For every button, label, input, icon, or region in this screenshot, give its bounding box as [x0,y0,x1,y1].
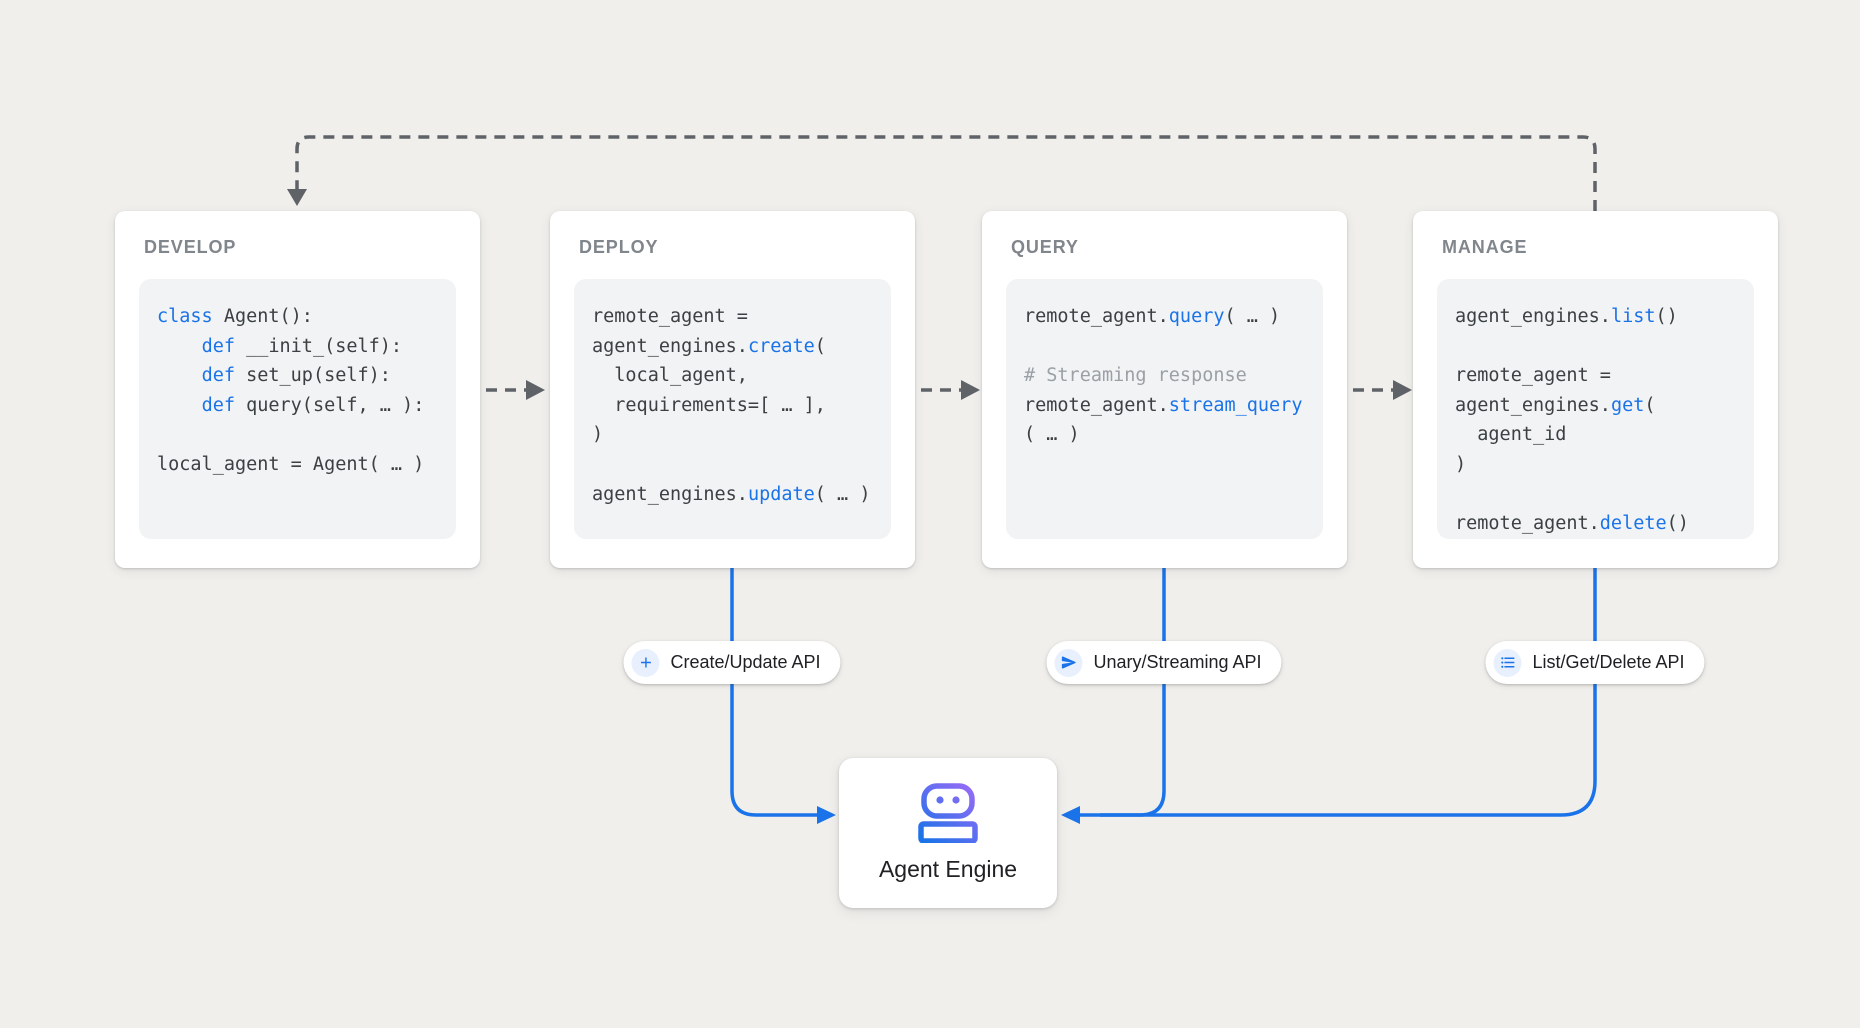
code-line: agent_id [1455,424,1567,446]
code-line: remote_agent.delete() [1455,513,1689,535]
stage-card-deploy: DEPLOY remote_agent = agent_engines.creat… [550,211,915,568]
send-icon [1054,648,1083,677]
code-line: agent_engines.update( … ) [592,483,871,505]
develop-to-deploy-arrowhead-icon [526,380,545,400]
api-pill: List/Get/Delete API [1485,641,1705,684]
stage-card-develop: DEVELOP class Agent(): def __init_(self)… [115,211,480,568]
code-line: remote_agent = [1455,365,1611,387]
code-line: local_agent, [592,365,748,387]
code-line: class Agent(): [157,306,313,327]
stage-card-manage: MANAGE agent_engines.list() remote_agent… [1413,211,1778,568]
code-line: def set_up(self): [201,365,391,387]
loop-arrowhead-down-icon [287,189,307,206]
query-to-manage-arrowhead-icon [1393,380,1412,400]
agent-engine-node: Agent Engine [839,758,1057,908]
api-pill: Create/Update API [623,641,841,684]
code-line: agent_engines.list() [1455,306,1678,327]
robot-icon [918,783,978,843]
deploy-to-engine-line [730,568,817,817]
code-line: remote_agent.query( … ) [1024,306,1281,327]
stage-title: QUERY [1011,237,1079,257]
code-line: ) [1455,453,1467,475]
engine-right-arrowhead-icon [1061,806,1080,824]
code-line: remote_agent = [592,306,748,327]
api-pill-label: Create/Update API [670,652,821,672]
agent-engine-label: Agent Engine [878,856,1018,882]
code-line: ) [592,424,604,446]
stage-title: DEPLOY [579,237,659,257]
code-block: agent_engines.list() remote_agent = agent… [1437,279,1754,539]
code-block: class Agent(): def __init_(self): def se… [139,279,456,539]
code-line: agent_engines.get( [1455,394,1656,416]
engine-left-arrowhead-icon [817,806,836,824]
api-pill: Unary/Streaming API [1046,641,1282,684]
code-line: agent_engines.create( [592,335,826,357]
stage-card-query: QUERY remote_agent.query( … ) # Streamin… [982,211,1347,568]
plus-icon [631,648,660,677]
code-line: # Streaming response [1024,365,1247,387]
code-line: def __init_(self): [201,335,403,357]
code-line: def query(self, … ): [201,394,425,416]
manage-to-develop-loop-line [295,135,1597,211]
code-block: remote_agent.query( … ) # Streaming resp… [1006,279,1323,539]
api-pill-label: Unary/Streaming API [1093,652,1262,672]
stage-title: MANAGE [1442,237,1528,257]
api-pill-label: List/Get/Delete API [1532,652,1685,672]
deploy-to-query-arrowhead-icon [961,380,980,400]
code-block: remote_agent = agent_engines.create( loca… [574,279,891,539]
stage-title: DEVELOP [144,237,237,257]
code-line: local_agent = Agent( … ) [157,453,425,475]
code-line: remote_agent.stream_query [1024,394,1303,416]
list-icon [1493,648,1522,677]
code-line: requirements=[ … ], [592,394,826,416]
code-line: ( … ) [1024,424,1080,446]
manage-to-engine-line [1100,568,1597,817]
